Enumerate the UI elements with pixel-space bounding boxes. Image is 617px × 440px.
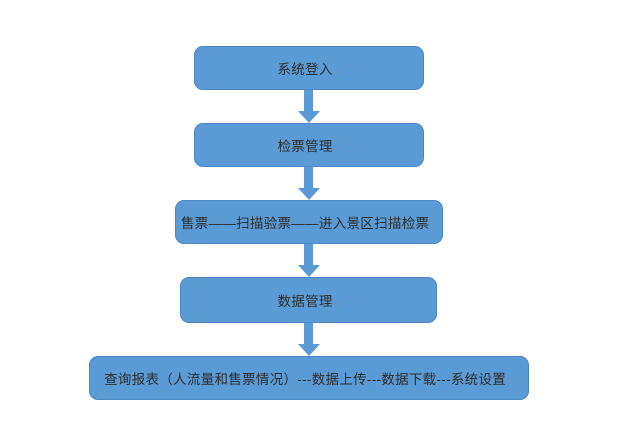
line-break-mark: ↓ (334, 297, 340, 307)
down-arrow (297, 90, 320, 123)
arrow-stem (304, 244, 313, 265)
flow-node-ticket-check-management: 检票管理↓ (193, 123, 424, 167)
arrow-head-icon (297, 344, 320, 356)
flow-node-reports-and-settings: 查询报表（人流量和售票情况）---数据上传---数据下载---系统设置↓ (88, 356, 529, 400)
node-label: 检票管理 (277, 139, 333, 154)
node-label: 查询报表（人流量和售票情况）---数据上传---数据下载---系统设置 (104, 372, 507, 387)
flow-node-system-login: 系统登入↓ (193, 46, 424, 90)
arrow-head-icon (297, 188, 320, 200)
arrow-stem (304, 167, 313, 188)
arrow-head-icon (297, 265, 320, 277)
line-break-mark: ↓ (334, 142, 340, 152)
line-break-mark: ↓ (508, 375, 513, 385)
arrow-head-icon (297, 111, 320, 123)
node-label: 系统登入 (277, 62, 333, 77)
flow-node-data-management: 数据管理↓ (180, 277, 437, 323)
down-arrow (297, 244, 320, 277)
down-arrow (297, 323, 320, 356)
line-break-mark: ↓ (334, 65, 340, 75)
arrow-stem (304, 90, 313, 111)
node-label: 售票——扫描验票——进入景区扫描检票 (180, 216, 430, 231)
down-arrow (297, 167, 320, 200)
arrow-stem (304, 323, 313, 344)
line-break-mark: ↓ (431, 219, 437, 229)
node-label: 数据管理 (277, 294, 333, 309)
flow-node-ticket-flow: 售票——扫描验票——进入景区扫描检票↓ (174, 200, 443, 244)
